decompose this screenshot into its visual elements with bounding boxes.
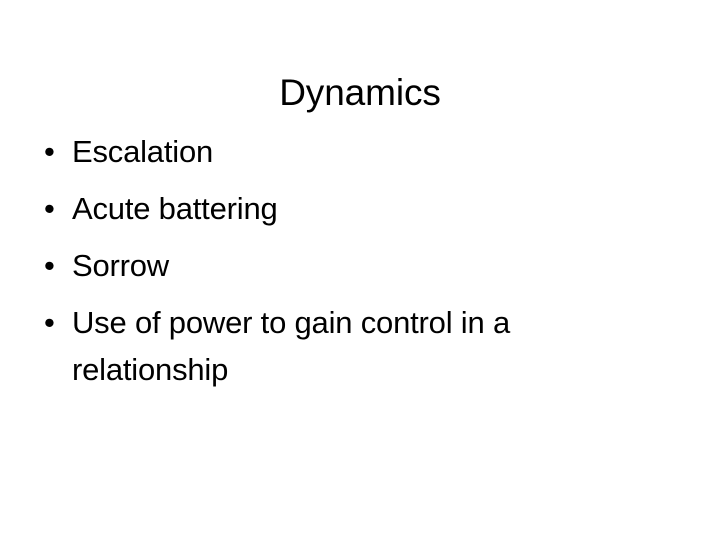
list-item: • Use of power to gain control in a rela… (40, 299, 650, 393)
list-item-label: Use of power to gain control in a relati… (72, 305, 510, 387)
list-item-label: Acute battering (72, 191, 278, 226)
list-item: • Escalation (40, 128, 650, 175)
body-content-placeholder: • Escalation • Acute battering • Sorrow … (40, 128, 650, 393)
bullet-point-icon: • (44, 305, 55, 340)
bullet-list: • Escalation • Acute battering • Sorrow … (40, 128, 650, 393)
bullet-point-icon: • (44, 134, 55, 169)
list-item: • Acute battering (40, 185, 650, 232)
list-item: • Sorrow (40, 242, 650, 289)
bullet-point-icon: • (44, 248, 55, 283)
list-item-label: Escalation (72, 134, 214, 169)
bullet-point-icon: • (44, 191, 55, 226)
list-item-label: Sorrow (72, 248, 169, 283)
page-title: Dynamics (279, 71, 441, 113)
